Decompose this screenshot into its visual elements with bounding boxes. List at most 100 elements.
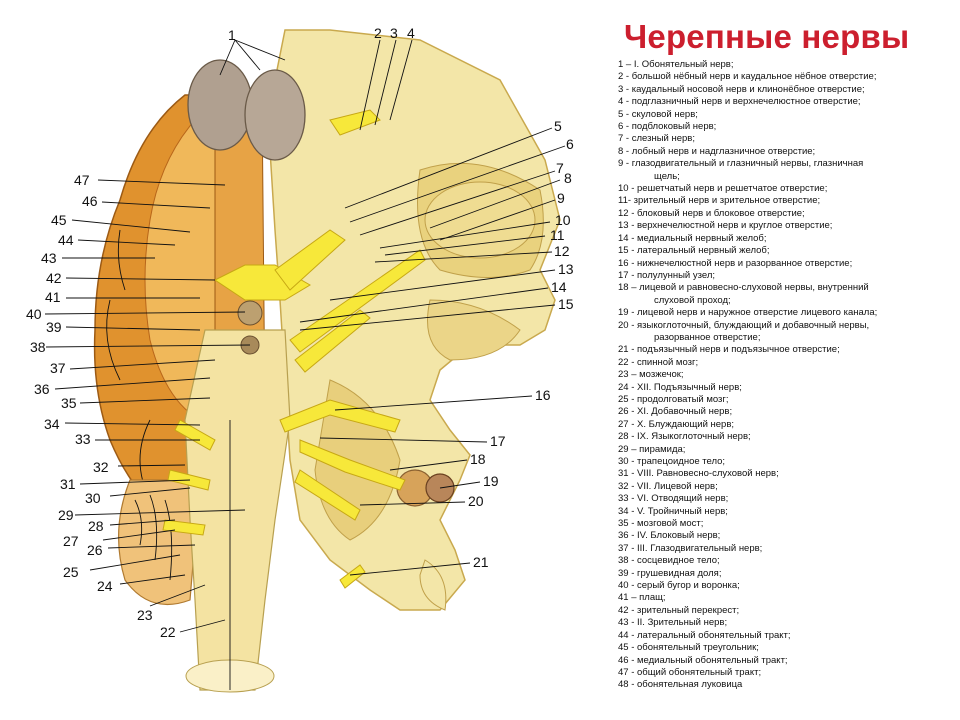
label-12: 12 [554, 243, 570, 259]
label-33: 33 [75, 431, 91, 447]
figure-labels: 1 2 3 4 5 6 7 8 9 10 11 12 13 14 15 16 1… [26, 25, 574, 640]
legend-item: 37 - III. Глазодвигательный нерв; [618, 542, 763, 554]
label-37: 37 [50, 360, 66, 376]
label-41: 41 [45, 289, 61, 305]
label-16: 16 [535, 387, 551, 403]
legend-item: 33 - VI. Отводящий нерв; [618, 493, 729, 505]
legend-item: 32 - VII. Лицевой нерв; [618, 480, 718, 492]
legend-item: 43 - II. Зрительный нерв; [618, 617, 728, 629]
label-10: 10 [555, 212, 571, 228]
label-40: 40 [26, 306, 42, 322]
legend-item: 27 - X. Блуждающий нерв; [618, 418, 735, 430]
legend-item: 26 - XI. Добавочный нерв; [618, 406, 733, 418]
label-9: 9 [557, 190, 565, 206]
legend-item: разорванное отверстие; [654, 331, 761, 343]
label-30: 30 [85, 490, 101, 506]
label-6: 6 [566, 136, 574, 152]
label-42: 42 [46, 270, 62, 286]
label-29: 29 [58, 507, 74, 523]
legend-item: 9 - глазодвигательный и глазничный нервы… [618, 158, 864, 170]
label-17: 17 [490, 433, 506, 449]
label-14: 14 [551, 279, 567, 295]
label-46: 46 [82, 193, 98, 209]
label-15: 15 [558, 296, 574, 312]
label-24: 24 [97, 578, 113, 594]
legend-item: 16 - нижнечелюстной нерв и разорванное о… [618, 257, 853, 269]
label-11: 11 [550, 227, 565, 243]
legend-item: 36 - IV. Блоковый нерв; [618, 530, 721, 542]
legend-item: 23 – мозжечок; [618, 369, 684, 381]
label-32: 32 [93, 459, 109, 475]
legend-item: 45 - обонятельный треугольник; [618, 642, 759, 654]
legend-item: 7 - слезный нерв; [618, 133, 695, 145]
label-4: 4 [407, 25, 415, 41]
legend-item: 15 - латеральный нервный желоб; [618, 245, 770, 257]
legend-item: 4 - подглазничный нерв и верхнечелюстное… [618, 96, 861, 108]
label-18: 18 [470, 451, 486, 467]
label-43: 43 [41, 250, 57, 266]
legend-item: 38 - сосцевидное тело; [618, 555, 720, 567]
legend-item: 11- зрительный нерв и зрительное отверст… [618, 195, 821, 207]
legend-item: 24 - XII. Подъязычный нерв; [618, 381, 742, 393]
legend-item: 25 - продолговатый мозг; [618, 393, 729, 405]
leader-lines [44, 39, 566, 633]
label-34: 34 [44, 416, 60, 432]
label-28: 28 [88, 518, 104, 534]
label-2: 2 [374, 25, 382, 41]
legend-item: 18 – лицевой и равновесно-слуховой нервы… [618, 282, 869, 294]
legend-item: 29 – пирамида; [618, 443, 686, 455]
label-35: 35 [61, 395, 77, 411]
legend-item: 41 – плащ; [618, 592, 666, 604]
legend-item: 12 - блоковый нерв и блоковое отверстие; [618, 207, 805, 219]
label-19: 19 [483, 473, 499, 489]
legend-item: 48 - обонятельная луковица [618, 679, 743, 691]
legend-item: 30 - трапецоидное тело; [618, 456, 726, 467]
legend-item: 10 - решетчатый нерв и решетчатое отверс… [618, 183, 828, 195]
legend-item: 22 - спинной мозг; [618, 356, 699, 368]
label-1: 1 [228, 27, 236, 43]
legend-item: 14 - медиальный нервный желоб; [618, 232, 767, 244]
legend-item: 6 - подблоковый нерв; [618, 121, 717, 133]
label-26: 26 [87, 542, 103, 558]
legend-item: 42 - зрительный перекрест; [618, 604, 740, 616]
label-38: 38 [30, 339, 46, 355]
legend-item: 40 - серый бугор и воронка; [618, 580, 740, 592]
legend-item: 39 - грушевидная доля; [618, 567, 722, 579]
label-7: 7 [556, 160, 564, 176]
legend-item: 21 - подъязычный нерв и подъязычное отве… [618, 344, 840, 356]
page-title: Черепные нервы [624, 18, 910, 55]
legend-list: 1 – I. Обонятельный нерв; 2 - большой нё… [618, 59, 948, 692]
cerebellum [117, 479, 201, 606]
label-31: 31 [60, 476, 76, 492]
legend-item: 31 - VIII. Равновесно-слуховой нерв; [618, 468, 779, 480]
legend-item: 47 - общий обонятельный тракт; [618, 666, 762, 678]
label-21: 21 [473, 554, 489, 570]
label-5: 5 [554, 118, 562, 134]
anatomy-illustration: 1 2 3 4 5 6 7 8 9 10 11 12 13 14 15 16 1… [26, 25, 574, 693]
label-13: 13 [558, 261, 574, 277]
legend-item: 34 - V. Тройничный нерв; [618, 505, 728, 517]
brainstem [184, 300, 291, 693]
label-27: 27 [63, 533, 79, 549]
label-20: 20 [468, 493, 484, 509]
label-23: 23 [137, 607, 153, 623]
label-3: 3 [390, 25, 398, 41]
legend-item: 28 - IX. Языкоглоточный нерв; [618, 431, 751, 443]
legend-item: 8 - лобный нерв и надглазничное отверсти… [618, 145, 816, 157]
legend-item: 3 - каудальный носовой нерв и клинонёбно… [618, 83, 865, 95]
cranial-nerves [162, 109, 426, 589]
legend-item: слуховой проход; [654, 294, 731, 306]
label-44: 44 [58, 232, 74, 248]
label-47: 47 [74, 172, 90, 188]
label-39: 39 [46, 319, 62, 335]
legend-item: 17 - полулунный узел; [618, 269, 716, 281]
legend-item: 35 - мозговой мост; [618, 518, 704, 530]
legend-item: 2 - большой нёбный нерв и каудальное нёб… [618, 71, 877, 83]
label-36: 36 [34, 381, 50, 397]
legend-item: 46 - медиальный обонятельный тракт; [618, 654, 788, 666]
olfactory-bulbs [187, 59, 306, 161]
legend-item: 20 - языкоглоточный, блуждающий и добаво… [618, 319, 870, 331]
legend-item: 13 - верхнечелюстной нерв и круглое отве… [618, 220, 833, 232]
label-25: 25 [63, 564, 79, 580]
cerebrum [93, 94, 266, 521]
